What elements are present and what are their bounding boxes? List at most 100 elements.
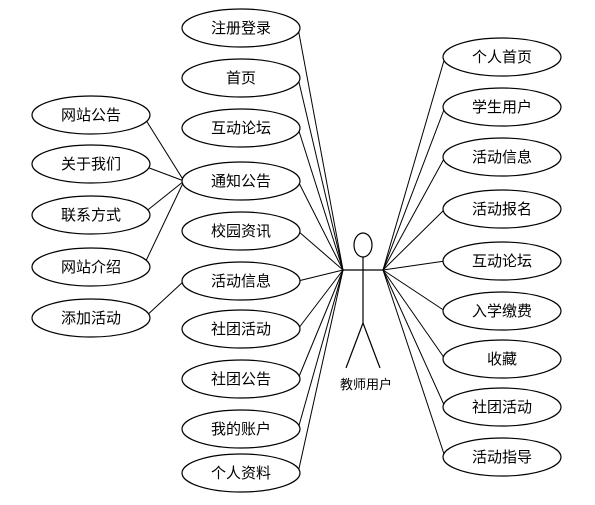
association-line-center-8: [297, 269, 344, 430]
use-case-right-6: 收藏: [442, 339, 562, 379]
use-case-label: 学生用户: [472, 98, 532, 116]
use-case-label: 添加活动: [61, 309, 121, 327]
use-case-label: 社团活动: [472, 398, 532, 416]
actor-left-leg: [345, 322, 364, 369]
association-line-center-1: [297, 77, 344, 271]
association-line-right-6: [382, 269, 446, 360]
association-line-center-0: [297, 27, 344, 271]
use-case-ellipse: [442, 291, 562, 331]
use-case-right-3: 活动报名: [442, 189, 562, 229]
use-case-label: 个人首页: [472, 48, 532, 66]
association-line-center-5: [297, 269, 344, 282]
actor-label: 教师用户: [340, 377, 392, 393]
use-case-right-7: 社团活动: [442, 387, 562, 427]
use-case-center-1: 首页: [181, 58, 301, 98]
association-line-center-3: [297, 180, 344, 271]
association-line-center-7: [297, 269, 344, 380]
actor-head: [353, 232, 373, 258]
association-line-right-8: [382, 269, 446, 458]
use-case-label: 联系方式: [61, 206, 121, 224]
use-case-center-2: 互动论坛: [181, 108, 301, 148]
use-case-ellipse: [442, 241, 562, 281]
use-case-center-9: 个人资料: [181, 453, 301, 493]
use-case-left-2: 联系方式: [31, 195, 151, 235]
use-case-label: 首页: [226, 69, 256, 87]
use-case-ellipse: [31, 144, 151, 184]
use-case-right-5: 入学缴费: [442, 291, 562, 331]
use-case-ellipse: [442, 437, 562, 477]
sub-link-line-1: [143, 165, 185, 182]
use-case-label: 活动信息: [211, 272, 271, 290]
association-line-right-3: [382, 208, 446, 271]
use-case-center-7: 社团公告: [181, 359, 301, 399]
use-case-ellipse: [31, 298, 151, 338]
use-case-ellipse: [442, 339, 562, 379]
use-case-ellipse: [181, 108, 301, 148]
use-case-label: 互动论坛: [211, 119, 271, 137]
use-case-center-6: 社团活动: [181, 309, 301, 349]
use-case-ellipse: [181, 409, 301, 449]
use-case-label: 社团公告: [211, 370, 271, 388]
use-case-center-0: 注册登录: [181, 8, 301, 48]
use-case-center-3: 通知公告: [181, 161, 301, 201]
association-line-right-2: [382, 156, 446, 271]
actor-right-leg: [362, 322, 381, 369]
use-case-left-3: 网站介绍: [31, 247, 151, 287]
sub-link-line-3: [143, 180, 185, 266]
use-case-ellipse: [181, 161, 301, 201]
use-case-left-4: 添加活动: [31, 298, 151, 338]
use-case-label: 活动指导: [472, 448, 532, 466]
use-case-shapes: 注册登录首页互动论坛通知公告校园资讯活动信息社团活动社团公告我的账户个人资料网站…: [31, 8, 562, 493]
association-line-right-1: [382, 106, 446, 271]
association-line-right-5: [382, 269, 446, 312]
use-case-right-8: 活动指导: [442, 437, 562, 477]
use-case-ellipse: [442, 137, 562, 177]
use-case-ellipse: [181, 261, 301, 301]
use-case-label: 注册登录: [211, 19, 271, 37]
use-case-ellipse: [31, 195, 151, 235]
use-case-right-0: 个人首页: [442, 37, 562, 77]
use-case-label: 互动论坛: [472, 252, 532, 270]
use-case-center-4: 校园资讯: [181, 211, 301, 251]
use-case-ellipse: [442, 387, 562, 427]
use-case-label: 个人资料: [211, 464, 271, 482]
use-case-label: 校园资讯: [211, 222, 271, 240]
use-case-right-2: 活动信息: [442, 137, 562, 177]
use-case-ellipse: [181, 309, 301, 349]
use-case-ellipse: [181, 58, 301, 98]
use-case-label: 社团活动: [211, 320, 271, 338]
use-case-left-1: 关于我们: [31, 144, 151, 184]
use-case-ellipse: [31, 247, 151, 287]
association-line-center-2: [297, 127, 344, 271]
use-case-label: 活动报名: [472, 200, 532, 218]
actor-teacher-user: 教师用户: [340, 232, 392, 393]
use-case-ellipse: [181, 8, 301, 48]
use-case-label: 网站介绍: [61, 258, 121, 276]
use-case-label: 网站公告: [61, 106, 121, 124]
sub-link-line-4: [143, 280, 185, 319]
use-case-ellipse: [442, 189, 562, 229]
use-case-right-1: 学生用户: [442, 87, 562, 127]
use-case-label: 关于我们: [61, 155, 121, 173]
association-lines: [143, 27, 446, 474]
association-line-center-6: [297, 269, 344, 330]
use-case-ellipse: [442, 37, 562, 77]
use-case-right-4: 互动论坛: [442, 241, 562, 281]
association-line-right-4: [382, 260, 446, 271]
use-case-label: 收藏: [487, 350, 517, 368]
use-case-ellipse: [181, 211, 301, 251]
use-case-ellipse: [181, 453, 301, 493]
sub-link-line-2: [143, 180, 185, 214]
use-case-label: 通知公告: [211, 172, 271, 190]
use-case-ellipse: [31, 95, 151, 135]
use-case-label: 我的账户: [211, 420, 271, 438]
use-case-ellipse: [181, 359, 301, 399]
use-case-left-0: 网站公告: [31, 95, 151, 135]
use-case-label: 入学缴费: [472, 302, 532, 320]
sub-link-line-0: [143, 116, 185, 182]
association-line-center-4: [297, 230, 344, 271]
association-line-right-0: [382, 56, 446, 271]
association-line-center-9: [297, 269, 344, 474]
use-case-ellipse: [442, 87, 562, 127]
